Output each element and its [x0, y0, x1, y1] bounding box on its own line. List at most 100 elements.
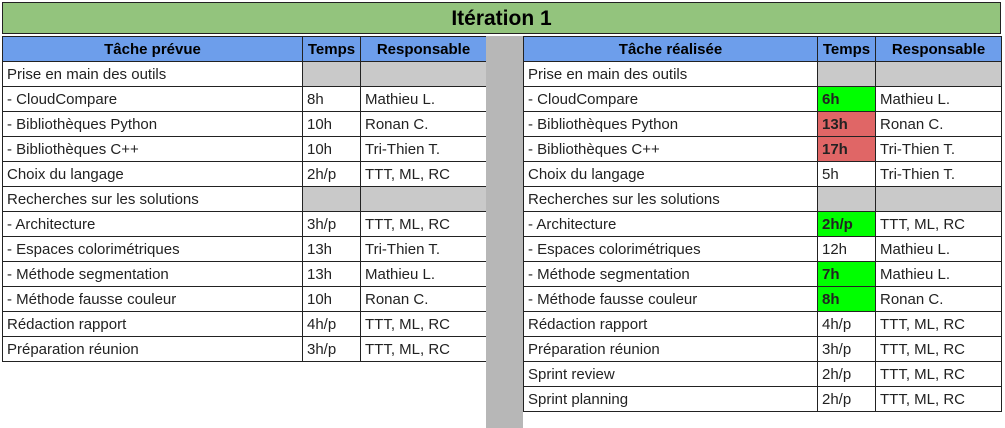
planned-task-cell[interactable]: - Méthode segmentation: [2, 261, 303, 287]
planned-owner-cell[interactable]: Tri-Thien T.: [360, 236, 487, 262]
actual-task-cell[interactable]: - Bibliothèques Python: [523, 111, 818, 137]
actual-owner-cell[interactable]: Tri-Thien T.: [875, 136, 1002, 162]
planned-owner-cell[interactable]: [360, 61, 487, 87]
planned-time-cell[interactable]: 10h: [302, 136, 361, 162]
planned-header-row: Tâche prévue Temps Responsable: [2, 36, 487, 62]
planned-time-cell[interactable]: 8h: [302, 86, 361, 112]
actual-task-cell[interactable]: - CloudCompare: [523, 86, 818, 112]
planned-owner-cell[interactable]: Mathieu L.: [360, 86, 487, 112]
actual-task-cell[interactable]: - Architecture: [523, 211, 818, 237]
planned-time-cell[interactable]: [302, 186, 361, 212]
actual-time-cell[interactable]: 12h: [817, 236, 876, 262]
actual-time-cell[interactable]: [817, 61, 876, 87]
actual-task-cell[interactable]: Choix du langage: [523, 161, 818, 187]
planned-task-cell[interactable]: - Espaces colorimétriques: [2, 236, 303, 262]
actual-time-cell[interactable]: 2h/p: [817, 361, 876, 387]
planned-owner-cell[interactable]: Mathieu L.: [360, 261, 487, 287]
actual-task-cell[interactable]: Sprint review: [523, 361, 818, 387]
planned-time-cell[interactable]: 13h: [302, 261, 361, 287]
actual-task-cell[interactable]: - Espaces colorimétriques: [523, 236, 818, 262]
actual-time-cell[interactable]: 13h: [817, 111, 876, 137]
actual-task-cell[interactable]: - Méthode fausse couleur: [523, 286, 818, 312]
actual-header-row: Tâche réalisée Temps Responsable: [523, 36, 1002, 62]
actual-task-cell[interactable]: Recherches sur les solutions: [523, 186, 818, 212]
planned-task-cell[interactable]: Choix du langage: [2, 161, 303, 187]
planned-row: Recherches sur les solutions: [2, 186, 487, 212]
actual-owner-cell[interactable]: [875, 186, 1002, 212]
actual-owner-cell[interactable]: Ronan C.: [875, 286, 1002, 312]
planned-task-cell[interactable]: Rédaction rapport: [2, 311, 303, 337]
actual-time-cell[interactable]: [817, 186, 876, 212]
planned-owner-cell[interactable]: [360, 186, 487, 212]
planned-time-cell[interactable]: 3h/p: [302, 336, 361, 362]
actual-owner-cell[interactable]: Mathieu L.: [875, 261, 1002, 287]
planned-owner-cell[interactable]: TTT, ML, RC: [360, 336, 487, 362]
actual-task-cell[interactable]: Préparation réunion: [523, 336, 818, 362]
actual-time-cell[interactable]: 2h/p: [817, 211, 876, 237]
actual-owner-cell[interactable]: Ronan C.: [875, 111, 1002, 137]
planned-time-header[interactable]: Temps: [302, 36, 361, 62]
actual-task-header[interactable]: Tâche réalisée: [523, 36, 818, 62]
actual-owner-cell[interactable]: TTT, ML, RC: [875, 386, 1002, 412]
actual-time-cell[interactable]: 4h/p: [817, 311, 876, 337]
table-separator: [486, 36, 523, 428]
planned-task-cell[interactable]: - Bibliothèques Python: [2, 111, 303, 137]
actual-owner-cell[interactable]: Mathieu L.: [875, 236, 1002, 262]
actual-time-cell[interactable]: 17h: [817, 136, 876, 162]
actual-time-cell[interactable]: 2h/p: [817, 386, 876, 412]
planned-owner-cell[interactable]: TTT, ML, RC: [360, 311, 487, 337]
planned-task-cell[interactable]: Préparation réunion: [2, 336, 303, 362]
planned-task-cell[interactable]: - Méthode fausse couleur: [2, 286, 303, 312]
planned-time-cell[interactable]: 10h: [302, 111, 361, 137]
planned-task-cell[interactable]: - Bibliothèques C++: [2, 136, 303, 162]
planned-owner-cell[interactable]: TTT, ML, RC: [360, 211, 487, 237]
actual-time-cell[interactable]: 3h/p: [817, 336, 876, 362]
actual-owner-header[interactable]: Responsable: [875, 36, 1002, 62]
planned-owner-cell[interactable]: Tri-Thien T.: [360, 136, 487, 162]
actual-owner-cell[interactable]: Tri-Thien T.: [875, 161, 1002, 187]
planned-tasks-table: Tâche prévue Temps Responsable Prise en …: [2, 36, 487, 362]
planned-task-cell[interactable]: - Architecture: [2, 211, 303, 237]
actual-time-cell[interactable]: 6h: [817, 86, 876, 112]
planned-time-cell[interactable]: 4h/p: [302, 311, 361, 337]
planned-time-cell[interactable]: 10h: [302, 286, 361, 312]
planned-owner-cell[interactable]: Ronan C.: [360, 286, 487, 312]
actual-task-cell[interactable]: Rédaction rapport: [523, 311, 818, 337]
planned-task-cell[interactable]: Recherches sur les solutions: [2, 186, 303, 212]
actual-owner-cell[interactable]: [875, 61, 1002, 87]
planned-task-header[interactable]: Tâche prévue: [2, 36, 303, 62]
actual-owner-cell[interactable]: Mathieu L.: [875, 86, 1002, 112]
planned-owner-cell[interactable]: Ronan C.: [360, 111, 487, 137]
planned-time-cell[interactable]: [302, 61, 361, 87]
actual-owner-cell[interactable]: TTT, ML, RC: [875, 211, 1002, 237]
actual-task-cell[interactable]: Sprint planning: [523, 386, 818, 412]
actual-row: Recherches sur les solutions: [523, 186, 1002, 212]
planned-owner-cell[interactable]: TTT, ML, RC: [360, 161, 487, 187]
planned-time-cell[interactable]: 13h: [302, 236, 361, 262]
planned-task-cell[interactable]: Prise en main des outils: [2, 61, 303, 87]
planned-owner-header[interactable]: Responsable: [360, 36, 487, 62]
iteration-title: Itération 1: [2, 2, 1001, 34]
actual-time-cell[interactable]: 8h: [817, 286, 876, 312]
planned-time-cell[interactable]: 3h/p: [302, 211, 361, 237]
actual-owner-cell[interactable]: TTT, ML, RC: [875, 336, 1002, 362]
actual-task-cell[interactable]: - Méthode segmentation: [523, 261, 818, 287]
actual-time-header[interactable]: Temps: [817, 36, 876, 62]
actual-owner-cell[interactable]: TTT, ML, RC: [875, 361, 1002, 387]
planned-task-cell[interactable]: - CloudCompare: [2, 86, 303, 112]
planned-time-cell[interactable]: 2h/p: [302, 161, 361, 187]
actual-time-cell[interactable]: 5h: [817, 161, 876, 187]
actual-task-cell[interactable]: Prise en main des outils: [523, 61, 818, 87]
actual-time-cell[interactable]: 7h: [817, 261, 876, 287]
actual-task-cell[interactable]: - Bibliothèques C++: [523, 136, 818, 162]
actual-owner-cell[interactable]: TTT, ML, RC: [875, 311, 1002, 337]
